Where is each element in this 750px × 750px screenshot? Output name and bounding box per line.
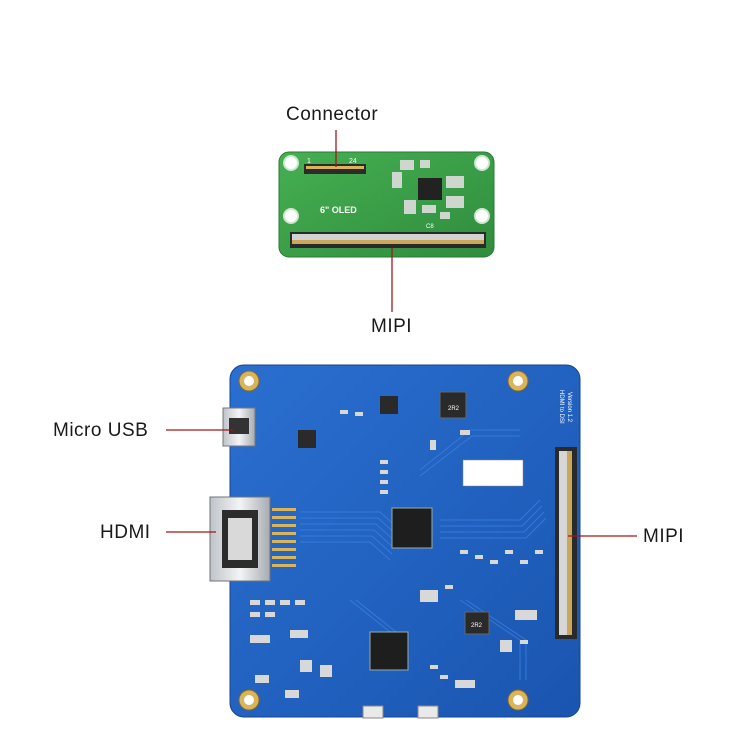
micro-usb-label: Micro USB [53, 420, 149, 441]
mipi-top-label: MIPI [371, 316, 413, 337]
pin-24-label: 24 [349, 158, 357, 165]
chip-marking: 2R2 [448, 406, 460, 412]
chip-marking: 2R2 [471, 623, 483, 629]
hdmi-label: HDMI [100, 522, 151, 543]
ref-label: C8 [426, 224, 434, 230]
pin-1-label: 1 [307, 158, 311, 165]
main-chip [391, 507, 433, 549]
button [417, 705, 439, 719]
board-silkscreen-title: HDMI to DSI [558, 390, 564, 424]
mounting-hole [283, 155, 299, 171]
connector-label: Connector [286, 104, 379, 125]
hdmi-to-dsi-board [209, 364, 581, 719]
leader-lines [166, 130, 637, 537]
mounting-hole [283, 208, 299, 224]
mipi-right-label: MIPI [643, 526, 685, 547]
mounting-hole [474, 155, 490, 171]
oled-silkscreen: 6" OLED [320, 205, 357, 215]
mounting-hole [474, 208, 490, 224]
board-silkscreen-version: Version 1.2 [566, 392, 572, 423]
qc-sticker [462, 459, 524, 487]
oled-adapter-board [278, 151, 495, 258]
mcu-chip [369, 631, 409, 671]
button [362, 705, 384, 719]
